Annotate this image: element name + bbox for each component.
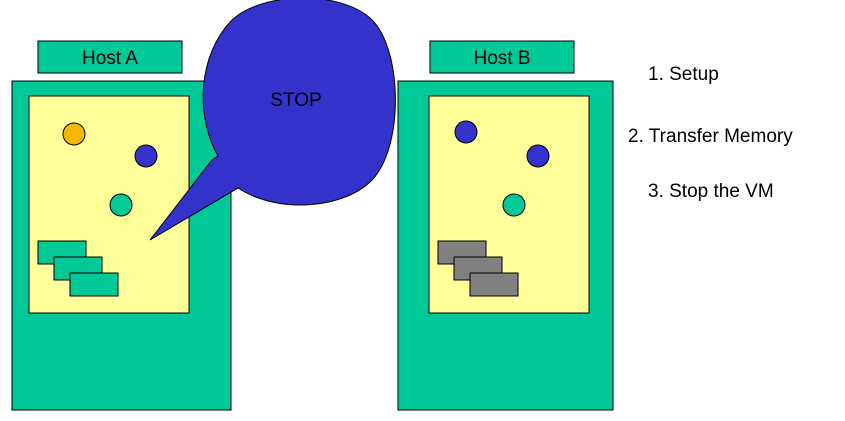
stop-bubble-text: STOP (270, 90, 321, 111)
host-a-process-green (109, 193, 133, 217)
host-a: Host A (11, 40, 232, 411)
step-transfer-memory: 2. Transfer Memory (628, 126, 793, 147)
host-b-label-box (429, 40, 575, 74)
step-setup: 1. Setup (648, 64, 719, 85)
host-a-label-box (37, 40, 183, 74)
host-b-label: Host B (473, 48, 530, 69)
step-stop-vm: 3. Stop the VM (648, 181, 774, 202)
host-b-memory-page (469, 272, 519, 297)
host-a-process-orange (62, 122, 86, 146)
host-a-memory-page (69, 272, 119, 297)
stop-bubble: STOP (149, 0, 396, 241)
host-a-label: Host A (82, 48, 138, 69)
steps-list: 1. Setup 2. Transfer Memory 3. Stop the … (628, 64, 793, 202)
stop-bubble-shape (149, 0, 396, 241)
host-b-process-blue (454, 120, 478, 144)
host-b: Host B (397, 40, 614, 411)
host-b-process-blue (526, 144, 550, 168)
host-b-process-green (502, 193, 526, 217)
host-a-process-blue (134, 144, 158, 168)
